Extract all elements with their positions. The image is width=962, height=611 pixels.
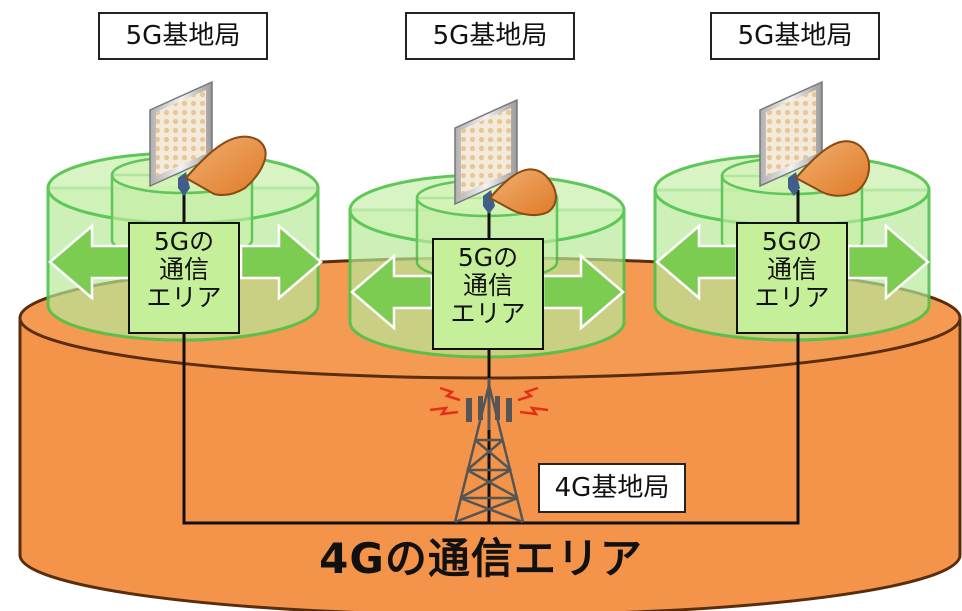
area-4g-title: 4Gの通信エリア [319,534,643,583]
antenna-icon-1 [149,80,267,197]
antenna-icon-3 [759,80,871,197]
area-5g-label-line1: 5Gの [761,227,823,256]
area-5g-label-line2: 通信 [462,271,513,300]
signal-icon [429,386,549,416]
area-5g-label-line1: 5Gの [457,243,519,272]
area-5g-label-line3: エリア [146,283,222,312]
area-5g-label-1: 5Gの 通信 エリア [128,222,240,334]
base-station-5g-label-2: 5G基地局 [405,12,575,60]
base-station-5g-label-1: 5G基地局 [98,12,268,60]
antenna-icon-2 [454,98,557,217]
area-5g-label-line2: 通信 [158,255,209,284]
cell-tower-icon [453,378,525,524]
area-5g-label-line1: 5Gの [153,227,215,256]
area-5g-label-line2: 通信 [766,255,817,284]
area-5g-label-2: 5Gの 通信 エリア [432,238,544,350]
base-station-5g-label-3: 5G基地局 [710,12,880,60]
base-station-4g-label: 4G基地局 [538,463,686,513]
area-5g-label-3: 5Gの 通信 エリア [736,222,848,334]
area-5g-label-line3: エリア [754,283,830,312]
area-5g-label-line3: エリア [450,299,526,328]
